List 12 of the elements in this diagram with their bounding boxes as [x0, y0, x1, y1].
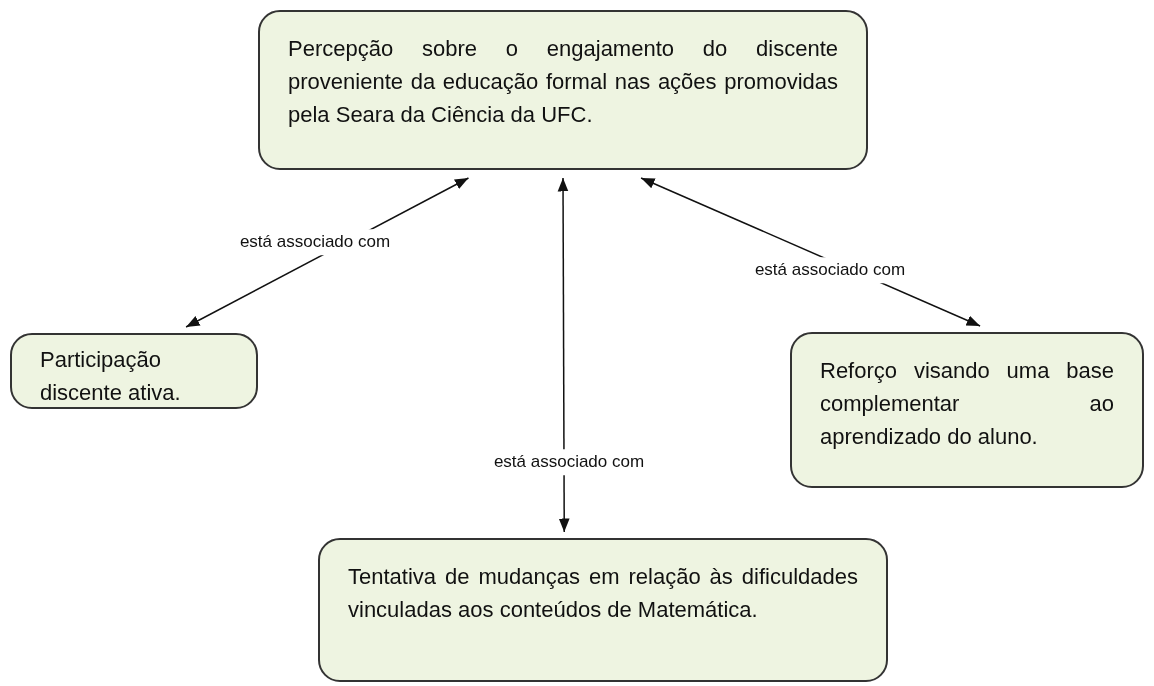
concept-text: Tentativa de mudanças em relação às dificuldades vinculadas aos conteúdos de Matemática. [348, 563, 858, 624]
concept-box [318, 538, 888, 682]
concept-box [10, 333, 258, 409]
concept-box [258, 10, 868, 170]
edge-label: está associado com [237, 229, 393, 255]
concept-text: Reforço visando uma base complementar ao aprendizado do aluno. [820, 357, 1114, 451]
concept-box [790, 332, 1144, 488]
concept-text: Participação discente ativa. [40, 346, 182, 407]
edge-label: está associado com [491, 449, 647, 475]
concept-text: Percepção sobre o engajamento do discente proveniente da educação formal nas ações promovidas pela Seara da Ciência da UFC. [288, 35, 838, 129]
edge-label: está associado com [752, 257, 908, 283]
double-arrow [557, 177, 570, 533]
